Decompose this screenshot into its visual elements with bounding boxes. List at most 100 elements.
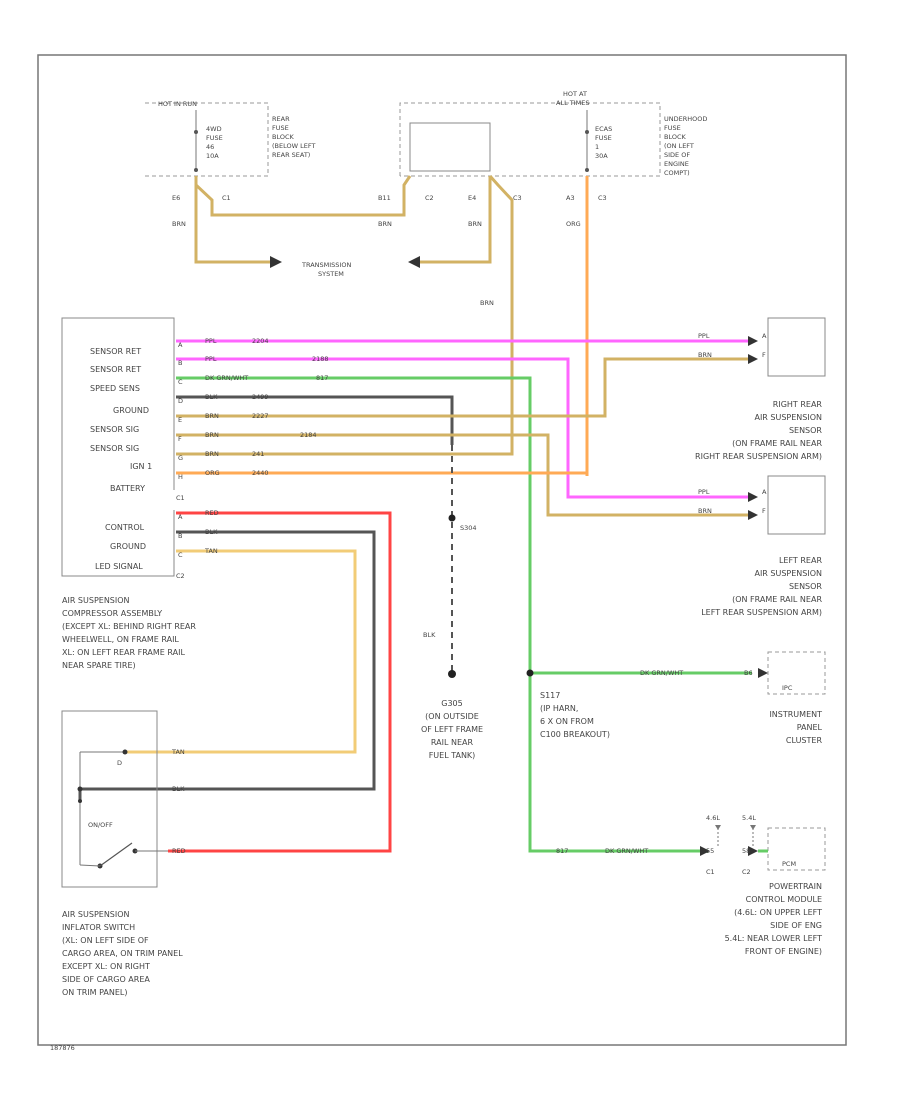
pcm-caption-3: SIDE OF ENG	[770, 921, 822, 930]
lr-wire-a: PPL	[698, 488, 710, 496]
wire-brn-f-left-rear	[176, 433, 752, 517]
ipc-caption-0: INSTRUMENT	[769, 710, 822, 719]
rr-wire-b: BRN	[698, 351, 712, 359]
transmission-arrows: TRANSMISSION SYSTEM	[270, 256, 420, 278]
rear-fuse-block-line-2: BLOCK	[272, 133, 295, 141]
pcm-caption-1: CONTROL MODULE	[746, 895, 822, 904]
pin-e4: E4	[468, 194, 476, 202]
wire-brn-trans-right	[420, 176, 492, 264]
module-pin-d: D	[178, 397, 183, 405]
module-caption-1: COMPRESSOR ASSEMBLY	[62, 609, 162, 618]
module-row-5-label: SENSOR SIG	[90, 444, 139, 453]
module-pin-e: E	[178, 416, 182, 424]
wire-brn-b11: BRN	[378, 220, 392, 228]
ipc-caption-1: PANEL	[797, 723, 823, 732]
wire-label-c: DK GRN/WHT	[205, 374, 248, 382]
ground-g305: S304 BLK G305 (ON OUTSIDE OF LEFT FRAME …	[421, 445, 483, 760]
powertrain-control-module: 4.6L 5.4L 817 DK GRN/WHT 55 58 C1 C2 PCM…	[556, 814, 826, 956]
ipc-pin: B6	[744, 669, 753, 677]
circuit-label-g: 241	[252, 450, 264, 458]
pcm-wire-left: 817	[556, 847, 568, 855]
switch-on-off: ON/OFF	[88, 821, 113, 829]
switch-wire-red: RED	[172, 847, 186, 855]
wire-ppl-b-left-rear	[176, 357, 752, 499]
wire-brn-down: BRN	[480, 299, 494, 307]
wire-red-control	[168, 511, 392, 853]
module-pin-c: C	[178, 378, 183, 386]
wire-brn-trans-left	[194, 185, 270, 264]
wire-tan-led	[125, 549, 357, 754]
underhood-fuse-line-1: FUSE	[595, 134, 612, 142]
module-c2: C2	[176, 572, 185, 580]
module-pin2-a: A	[178, 513, 183, 521]
module-pin2-c: C	[178, 551, 183, 559]
ground-caption-4: FUEL TANK)	[429, 751, 476, 760]
splice-s117: S117 (IP HARN, 6 X ON FROM C100 BREAKOUT…	[526, 669, 610, 739]
footer-code: 187876	[50, 1044, 75, 1052]
pcm-caption-4: 5.4L: NEAR LOWER LEFT	[725, 934, 823, 943]
module-caption-5: NEAR SPARE TIRE)	[62, 661, 136, 670]
right-rear-sensor: PPL A BRN F RIGHT REAR AIR SUSPENSION SE…	[695, 317, 826, 461]
switch-box	[61, 710, 158, 888]
rr-pin-a: A	[762, 332, 767, 340]
switch-caption-3: CARGO AREA, ON TRIM PANEL	[62, 949, 183, 958]
rear-fuse-line-3: 10A	[206, 152, 219, 160]
switch-caption-6: ON TRIM PANEL)	[62, 988, 127, 997]
module-pin-g: G	[178, 454, 183, 462]
pcm-pin-1: 55	[706, 847, 714, 855]
ipc-wire: DK GRN/WHT	[640, 669, 683, 677]
compressor-box	[61, 317, 175, 577]
pcm-caption-5: FRONT OF ENGINE)	[745, 947, 822, 956]
pin-c1: C1	[222, 194, 231, 202]
underhood-block-line-2: BLOCK	[664, 133, 687, 141]
ground-caption-3: RAIL NEAR	[431, 738, 474, 747]
splice-s304-dot	[448, 514, 456, 522]
lr-wire-b: BRN	[698, 507, 712, 515]
module-row-4-label: SENSOR SIG	[90, 425, 139, 434]
rear-fuse-line-1: FUSE	[206, 134, 223, 142]
lr-pin-b: F	[762, 507, 766, 515]
underhood-block-line-5: ENGINE	[664, 160, 689, 168]
underhood-block-line-0: UNDERHOOD	[664, 115, 707, 123]
underhood-block-line-1: FUSE	[664, 124, 681, 132]
module-row-0-label: SENSOR RET	[90, 347, 141, 356]
pcm-tag-2: 5.4L	[742, 814, 756, 822]
wire-label-b: PPL	[205, 355, 217, 363]
wire-blk-switch-ground	[78, 530, 376, 801]
switch-caption-1: INFLATOR SWITCH	[62, 923, 135, 932]
pcm-caption-2: (4.6L: ON UPPER LEFT	[734, 908, 822, 917]
module-row-2-label: SPEED SENS	[90, 384, 140, 393]
underhood-block-line-3: (ON LEFT	[664, 142, 694, 150]
module-row-3-label: GROUND	[113, 406, 149, 415]
switch-wire-blk: BLK	[172, 785, 185, 793]
rear-fuse-block-line-3: (BELOW LEFT	[272, 142, 315, 150]
module-pin-h: H	[178, 473, 183, 481]
wire-brn-e-right-rear	[176, 357, 752, 418]
module-pin2-b: B	[178, 532, 182, 540]
pcm-tag-1: 4.6L	[706, 814, 720, 822]
ground-wire-blk: BLK	[423, 631, 436, 639]
lr-caption-1: AIR SUSPENSION	[754, 569, 822, 578]
module-pin-b: B	[178, 359, 182, 367]
pin-c3-b: C3	[598, 194, 607, 202]
switch-caption-2: (XL: ON LEFT SIDE OF	[62, 936, 149, 945]
wire-label-d: BLK	[205, 393, 218, 401]
wire-label-tan: TAN	[204, 547, 218, 555]
pin-c3-a: C3	[513, 194, 522, 202]
wire-label-h: ORG	[205, 469, 220, 477]
splice-caption-1: (IP HARN,	[540, 704, 578, 713]
pin-a3: A3	[566, 194, 575, 202]
ipc-box	[767, 651, 826, 695]
pin-b11: B11	[378, 194, 391, 202]
splice-caption-2: 6 X ON FROM	[540, 717, 594, 726]
rr-caption-3: (ON FRAME RAIL NEAR	[732, 439, 822, 448]
module-caption-4: XL: ON LEFT REAR FRAME RAIL	[62, 648, 185, 657]
wire-label-f: BRN	[205, 431, 219, 439]
pcm-wire: DK GRN/WHT	[605, 847, 648, 855]
hot-at-all-times-line-1: ALL TIMES	[556, 99, 589, 107]
wire-blk-d-ground	[176, 395, 454, 445]
circuit-label-f: 2184	[300, 431, 317, 439]
wire-org-a3: ORG	[566, 220, 581, 228]
wire-org-h-battery	[176, 470, 589, 475]
wire-label-blk: BLK	[205, 528, 218, 536]
